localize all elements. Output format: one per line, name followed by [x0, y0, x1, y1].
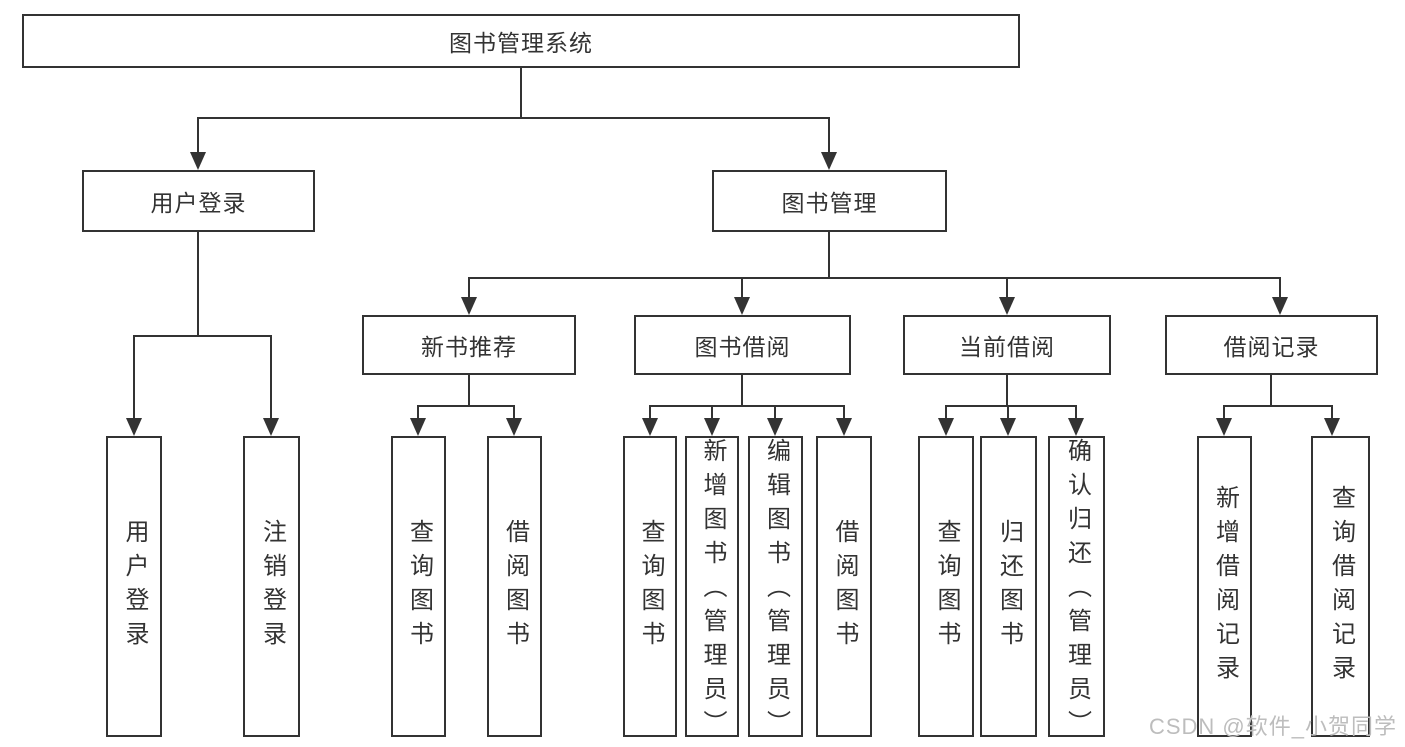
connector-arrow: [821, 152, 837, 170]
leaf-label: 新增图书（管理员）: [699, 438, 726, 744]
leaf-label: 借阅图书: [501, 518, 529, 655]
connector-arrow: [642, 418, 658, 436]
connector-line: [468, 277, 470, 298]
connector-arrow: [506, 418, 522, 436]
leaf-logout: 注销登录: [243, 436, 300, 737]
connector-line: [468, 277, 1281, 279]
leaf-edit-books-admin: 编辑图书（管理员）: [748, 436, 803, 744]
connector-line: [520, 68, 522, 118]
connector-line: [513, 405, 515, 419]
connector-line: [649, 405, 845, 407]
csdn-watermark: CSDN @软件_小贺同学: [1148, 714, 1397, 739]
connector-line: [417, 405, 515, 407]
leaf-add-books-admin: 新增图书（管理员）: [685, 436, 739, 744]
connector-arrow: [410, 418, 426, 436]
connector-arrow: [1272, 297, 1288, 315]
connector-line: [468, 375, 470, 406]
leaf-label: 查询图书: [405, 518, 433, 655]
connector-line: [133, 335, 272, 337]
connector-line: [1223, 405, 1333, 407]
leaf-label: 确认归还（管理员）: [1063, 438, 1091, 744]
connector-line: [828, 117, 830, 153]
connector-arrow: [999, 297, 1015, 315]
leaf-label: 注销登录: [258, 518, 286, 655]
connector-line: [711, 405, 713, 419]
connector-line: [828, 232, 830, 278]
connector-arrow: [767, 418, 783, 436]
leaf-query-books-borrow: 查询图书: [623, 436, 677, 737]
connector-line: [1007, 405, 1009, 419]
leaf-label: 借阅图书: [831, 518, 858, 655]
connector-arrow: [836, 418, 852, 436]
connector-arrow: [1068, 418, 1084, 436]
leaf-label: 编辑图书（管理员）: [762, 438, 790, 744]
connector-arrow: [1000, 418, 1016, 436]
leaf-label: 归还图书: [995, 518, 1023, 655]
connector-line: [1006, 375, 1008, 406]
connector-line: [774, 405, 776, 419]
connector-arrow: [190, 152, 206, 170]
leaf-user-login: 用户登录: [106, 436, 162, 737]
leaf-borrow-books: 借阅图书: [816, 436, 872, 737]
connector-arrow: [1216, 418, 1232, 436]
connector-arrow: [126, 418, 142, 436]
node-book-borrow: 图书借阅: [634, 315, 851, 375]
leaf-query-books-recommend: 查询图书: [391, 436, 446, 737]
node-borrow-records: 借阅记录: [1165, 315, 1378, 375]
connector-line: [1279, 277, 1281, 298]
connector-line: [1075, 405, 1077, 419]
leaf-confirm-return-admin: 确认归还（管理员）: [1048, 436, 1105, 744]
node-new-book-recommend: 新书推荐: [362, 315, 576, 375]
leaf-label: 新增借阅记录: [1211, 484, 1239, 689]
node-book-management: 图书管理: [712, 170, 947, 232]
connector-line: [133, 335, 135, 419]
connector-line: [197, 117, 199, 153]
leaf-return-books: 归还图书: [980, 436, 1037, 737]
connector-arrow: [734, 297, 750, 315]
connector-line: [649, 405, 651, 419]
connector-arrow: [704, 418, 720, 436]
node-current-borrow: 当前借阅: [903, 315, 1111, 375]
connector-line: [741, 375, 743, 406]
leaf-label: 查询图书: [637, 518, 664, 655]
node-root-system: 图书管理系统: [22, 14, 1020, 68]
connector-line: [270, 335, 272, 419]
leaf-query-books-current: 查询图书: [918, 436, 974, 737]
connector-line: [197, 232, 199, 335]
connector-line: [417, 405, 419, 419]
connector-arrow: [1324, 418, 1340, 436]
leaf-label: 用户登录: [121, 518, 148, 655]
connector-line: [741, 277, 743, 298]
connector-line: [1223, 405, 1225, 419]
connector-arrow: [461, 297, 477, 315]
connector-line: [1006, 277, 1008, 298]
connector-line: [843, 405, 845, 419]
leaf-label: 查询借阅记录: [1327, 484, 1355, 689]
connector-line: [1331, 405, 1333, 419]
leaf-borrow-books-recommend: 借阅图书: [487, 436, 542, 737]
leaf-label: 查询图书: [933, 518, 960, 655]
leaf-add-borrow-record: 新增借阅记录: [1197, 436, 1252, 737]
connector-line: [945, 405, 947, 419]
leaf-query-borrow-record: 查询借阅记录: [1311, 436, 1370, 737]
connector-line: [945, 405, 1077, 407]
connector-arrow: [938, 418, 954, 436]
connector-arrow: [263, 418, 279, 436]
node-user-login: 用户登录: [82, 170, 315, 232]
connector-line: [1270, 375, 1272, 406]
connector-line: [197, 117, 830, 119]
